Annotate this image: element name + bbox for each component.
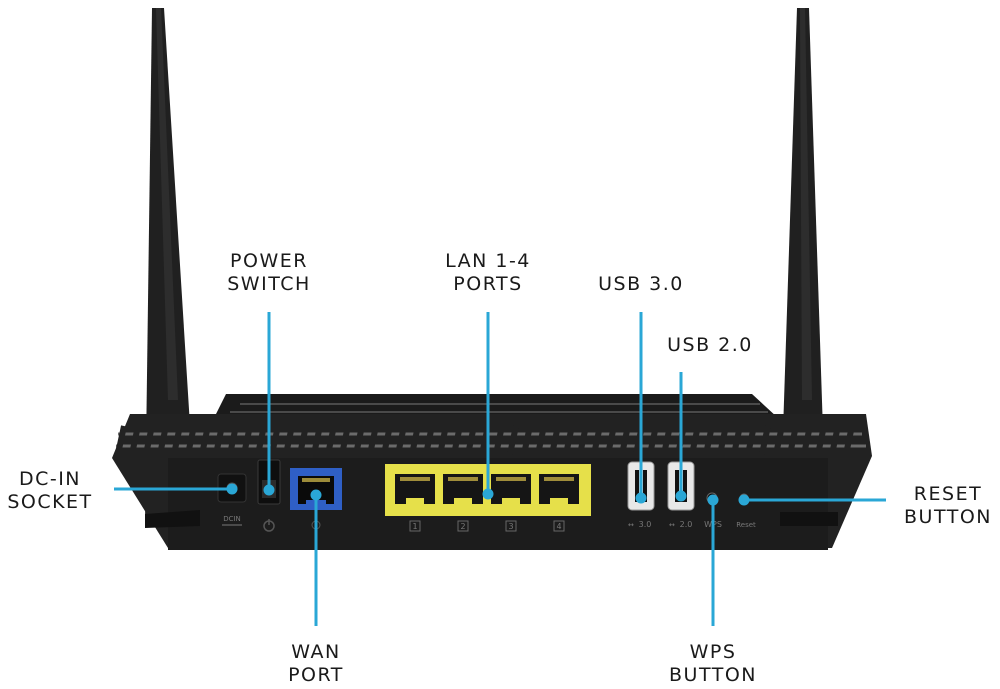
callout-wps: WPS BUTTON (653, 641, 773, 687)
vent-rib (241, 425, 253, 455)
vent-rib (815, 425, 827, 455)
callout-line-2: PORT (288, 664, 344, 686)
callout-line-2: SWITCH (227, 273, 311, 295)
vent-rib (451, 425, 463, 455)
vent-rib (521, 425, 533, 455)
callout-line-1: USB 3.0 (598, 273, 684, 295)
vent-rib (535, 425, 547, 455)
callout-usb3: USB 3.0 (585, 273, 697, 296)
vent-rib (843, 425, 855, 455)
vent-rib (423, 425, 435, 455)
callout-reset: RESET BUTTON (896, 483, 1000, 529)
vent-rib (703, 425, 715, 455)
lan-port-3: 3 (491, 474, 531, 532)
vent-rib (325, 425, 337, 455)
vent-rib (563, 425, 575, 455)
callout-lan-ports: LAN 1-4 PORTS (428, 250, 548, 296)
callout-line-1: POWER (230, 250, 308, 272)
vent-rib (129, 425, 141, 455)
vent-rib (787, 425, 799, 455)
vent-rib (759, 425, 771, 455)
vent-rib (829, 425, 841, 455)
vent-rib (437, 425, 449, 455)
vent-rib (409, 425, 421, 455)
lan-port-1: 1 (395, 474, 435, 532)
vent-rib (647, 425, 659, 455)
vent-rib (773, 425, 785, 455)
vent-rib (367, 425, 379, 455)
callout-line-2: BUTTON (669, 664, 757, 686)
lan-number-label: 3 (508, 522, 513, 531)
callout-line-2: SOCKET (7, 491, 93, 513)
vent-rib (255, 425, 267, 455)
vent-rib (115, 425, 127, 455)
vent-rib (171, 425, 183, 455)
vent-rib (269, 425, 281, 455)
vent-rib (717, 425, 729, 455)
vent-rib (507, 425, 519, 455)
vent-rib (339, 425, 351, 455)
lan-number-label: 2 (460, 522, 465, 531)
callout-line-1: DC-IN (18, 468, 82, 490)
callout-power-switch: POWER SWITCH (210, 250, 328, 296)
lan-port-2: 2 (443, 474, 483, 532)
dcin-label: DCIN (223, 515, 241, 523)
vent-rib (199, 425, 211, 455)
vent-rib (493, 425, 505, 455)
callout-wan: WAN PORT (266, 641, 366, 687)
vent-rib (311, 425, 323, 455)
usb3-label: 3.0 (639, 520, 652, 529)
callout-line-1: WAN (291, 641, 341, 663)
vent-rib (381, 425, 393, 455)
callout-line-1: USB 2.0 (667, 334, 753, 356)
vent-rib (731, 425, 743, 455)
callout-line-2: BUTTON (904, 506, 992, 528)
leader-lines (114, 312, 886, 626)
vent-rib (619, 425, 631, 455)
vent-rib (157, 425, 169, 455)
vent-rib (689, 425, 701, 455)
vent-rib (661, 425, 673, 455)
vent-rib (227, 425, 239, 455)
vent-rib (283, 425, 295, 455)
vent-rib (465, 425, 477, 455)
lan-port-4: 4 (539, 474, 579, 532)
reset-label: Reset (736, 521, 756, 529)
callout-line-1: RESET (913, 483, 983, 505)
vent-rib (213, 425, 225, 455)
usb2-symbol-icon: ↔ (669, 521, 675, 529)
callout-line-2: PORTS (453, 273, 523, 295)
vent-rib (549, 425, 561, 455)
callout-line-1: WPS (689, 641, 737, 663)
vent-rib (745, 425, 757, 455)
vent-rib (605, 425, 617, 455)
vent-rib (395, 425, 407, 455)
vent-rib (591, 425, 603, 455)
callout-dc-in: DC-IN SOCKET (0, 468, 100, 514)
callout-usb2: USB 2.0 (654, 334, 766, 357)
vent-rib (353, 425, 365, 455)
vent-rib (143, 425, 155, 455)
callout-line-1: LAN 1-4 (445, 250, 531, 272)
vent-rib (297, 425, 309, 455)
usb3-symbol-icon: ↔ (628, 521, 634, 529)
vent-rib (801, 425, 813, 455)
vent-rib (577, 425, 589, 455)
usb2-label: 2.0 (680, 520, 693, 529)
lan-number-label: 1 (412, 522, 417, 531)
lan-number-label: 4 (556, 522, 561, 531)
vent-rib (185, 425, 197, 455)
